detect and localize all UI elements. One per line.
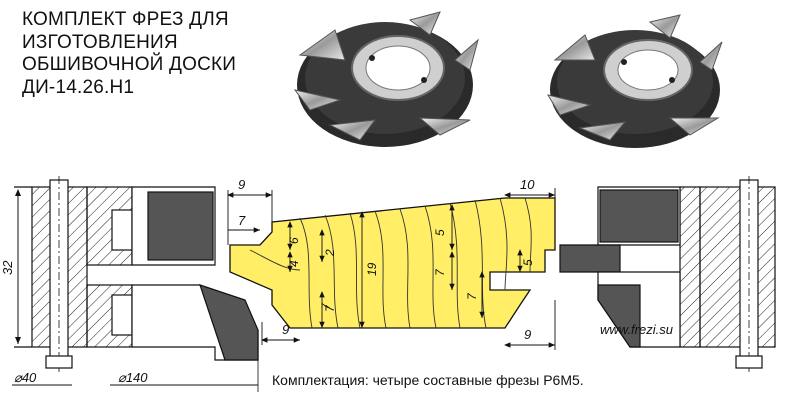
dim-top-right-10: 10 [520,177,535,192]
dim-thickness-19: 19 [365,262,379,276]
dimension-lines [227,188,556,350]
dim-depth-4: 4 [287,260,301,267]
dim-depth-6: 6 [287,237,301,244]
title-line-2: ИЗГОТОВЛЕНИЯ [22,31,178,53]
caption-text: Комплектация: четыре составные фрезы Р6М… [272,372,584,388]
dim-outer-140: ⌀140 [118,370,148,385]
product-title: КОМПЛЕКТ ФРЕЗ ДЛЯ ИЗГОТОВЛЕНИЯ ОБШИВОЧНО… [22,9,292,99]
dim-right-7-a: 7 [433,268,447,276]
dim-depth-7-b: 7 [319,302,333,310]
dim-right-5-a: 5 [433,229,447,236]
title-line-4: ДИ-14.26.Н1 [22,76,135,98]
right-cutter-section [559,176,776,372]
dim-left-7: 7 [238,213,246,228]
dim-bottom-right-9: 9 [524,327,531,342]
dim-top-left-9: 9 [238,177,245,192]
dim-depth-2: 2 [323,249,337,257]
cutter-photo-left [293,11,479,147]
board-profile [229,197,556,329]
cutter-photo-right [546,14,723,148]
title-line-1: КОМПЛЕКТ ФРЕЗ ДЛЯ [22,9,229,30]
dim-bottom-left-9: 9 [282,322,289,337]
title-line-3: ОБШИВОЧНОЙ ДОСКИ [22,54,237,75]
website-label: www.frezi.su [600,322,673,337]
left-cutter-section [14,176,259,372]
dim-32: 32 [0,260,15,275]
dim-depth-7-a: 7 [323,304,337,312]
dim-right-5-b: 5 [521,259,535,266]
dim-right-7-b: 7 [465,292,479,300]
dim-bore-40: ⌀40 [14,370,37,385]
